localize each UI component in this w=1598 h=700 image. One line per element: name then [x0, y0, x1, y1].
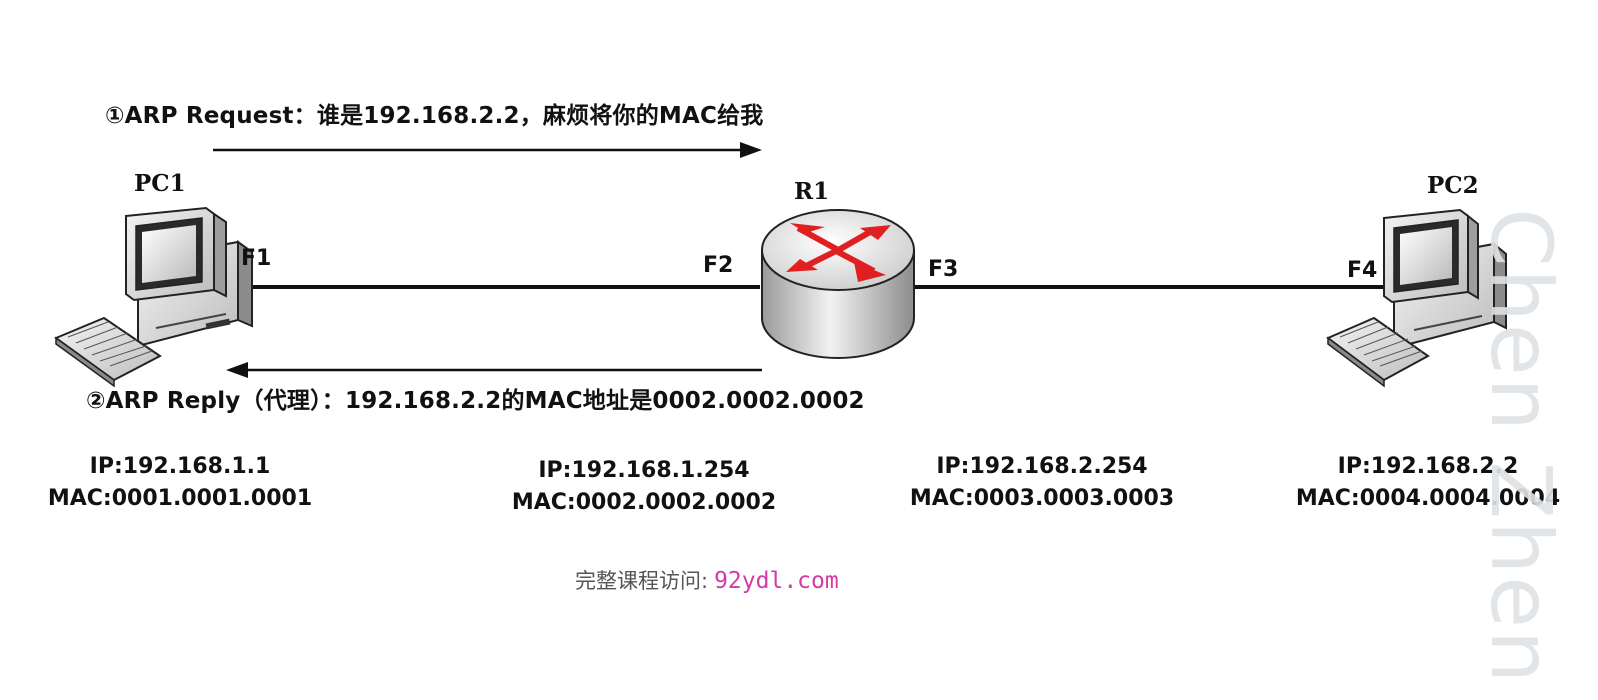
footer-site-link[interactable]: 92ydl.com — [714, 568, 839, 594]
pc1-name: PC1 — [134, 170, 186, 197]
arp-reply-label: ②ARP Reply（代理）：192.168.2.2的MAC地址是0002.00… — [86, 388, 865, 414]
pc1-ip: IP:192.168.1.1 — [89, 454, 271, 479]
port-f3: F3 — [928, 257, 959, 282]
pc1-address-block: IP:192.168.1.1 MAC:0001.0001.0001 — [30, 451, 330, 515]
pc2-mac: MAC:0004.0004.0004 — [1295, 486, 1561, 511]
r1-f3-address-block: IP:192.168.2.254 MAC:0003.0003.0003 — [892, 451, 1192, 515]
r1-f3-ip: IP:192.168.2.254 — [936, 454, 1148, 479]
pc2-ip: IP:192.168.2.2 — [1337, 454, 1519, 479]
pc1-mac: MAC:0001.0001.0001 — [47, 486, 313, 511]
port-f2: F2 — [703, 253, 734, 278]
r1-router-icon — [761, 209, 915, 359]
author-watermark: Chen Zhen — [1472, 208, 1570, 686]
request-arrow — [213, 142, 762, 158]
footer-prefix: 完整课程访问: — [575, 569, 709, 593]
course-footer: 完整课程访问: 92ydl.com — [575, 565, 839, 595]
port-f1: F1 — [241, 246, 272, 271]
r1-f2-mac: MAC:0002.0002.0002 — [511, 490, 777, 515]
pc1-computer-icon — [53, 206, 253, 388]
pc2-computer-icon — [1326, 208, 1507, 388]
r1-f2-address-block: IP:192.168.1.254 MAC:0002.0002.0002 — [494, 455, 794, 519]
arp-request-label: ①ARP Request：谁是192.168.2.2，麻烦将你的MAC给我 — [105, 103, 764, 129]
pc2-name: PC2 — [1427, 172, 1479, 199]
pc2-address-block: IP:192.168.2.2 MAC:0004.0004.0004 — [1278, 451, 1578, 515]
r1-name: R1 — [794, 178, 830, 205]
reply-arrow — [226, 362, 762, 378]
port-f4: F4 — [1347, 258, 1378, 283]
r1-f2-ip: IP:192.168.1.254 — [538, 458, 750, 483]
r1-f3-mac: MAC:0003.0003.0003 — [909, 486, 1175, 511]
